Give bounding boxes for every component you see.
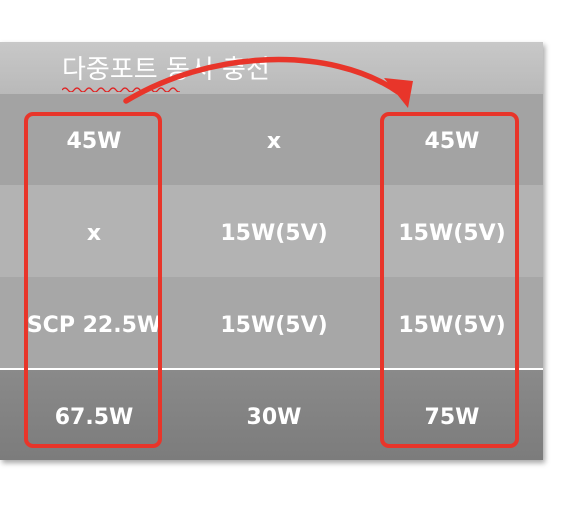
highlight-box-right[interactable]: [380, 112, 519, 448]
highlight-box-left[interactable]: [24, 112, 162, 448]
cell-row3-col2: 15W(5V): [220, 313, 328, 338]
cell-row3-col1: SCP 22.5W: [26, 313, 162, 338]
table-row: [0, 185, 543, 277]
slide-table: [0, 42, 543, 460]
cell-total-col3: 75W: [424, 405, 480, 430]
cell-row3-col3: 15W(5V): [398, 313, 506, 338]
cell-total-col1: 67.5W: [54, 405, 134, 430]
cell-row1-col2: x: [266, 129, 282, 154]
table-row: [0, 94, 543, 185]
cell-row1-col1: 45W: [66, 129, 122, 154]
cell-row2-col1: x: [86, 221, 102, 246]
spellcheck-underline: [62, 87, 180, 92]
table-row: [0, 277, 543, 369]
slide-title[interactable]: 다중포트 동시 충전: [62, 55, 270, 85]
cell-row2-col3: 15W(5V): [398, 221, 506, 246]
cell-row2-col2: 15W(5V): [220, 221, 328, 246]
cell-total-col2: 30W: [246, 405, 302, 430]
total-row-divider: [0, 368, 543, 370]
cell-row1-col3: 45W: [424, 129, 480, 154]
